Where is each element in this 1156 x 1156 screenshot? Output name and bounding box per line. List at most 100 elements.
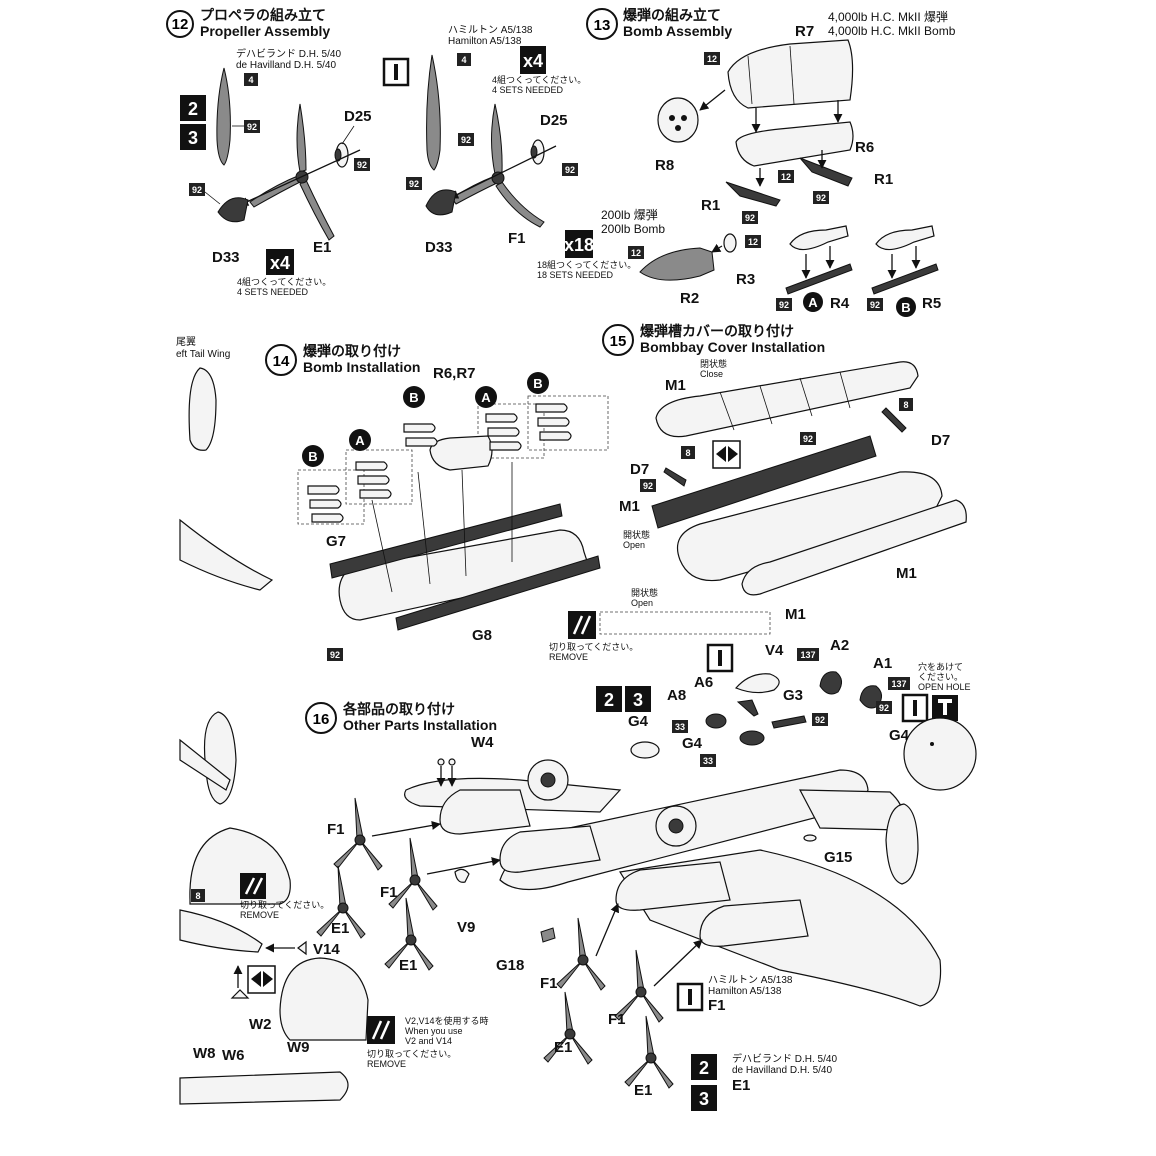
- svg-text:12: 12: [748, 237, 758, 247]
- badge-12-r3: 12: [745, 235, 761, 248]
- dehavilland-note-en: de Havilland D.H. 5/40: [732, 1065, 832, 1076]
- v2-note-jp: V2,V14を使用する時: [405, 1015, 489, 1026]
- label-e1-b: E1: [399, 957, 417, 974]
- propeller-e1-c: [543, 991, 593, 1065]
- part-a8: [705, 713, 727, 729]
- version-mark-1-hole: [901, 693, 929, 723]
- svg-text:2: 2: [604, 690, 614, 710]
- label-v14: W2: [249, 1016, 272, 1033]
- label-r2: R2: [680, 290, 699, 307]
- version-mark-2: 2: [180, 95, 206, 121]
- badge-92-r5: 92: [867, 298, 883, 311]
- version-mark-2-16: 2: [596, 686, 622, 712]
- label-r5: R5: [922, 295, 941, 312]
- label-w8: W6: [222, 1047, 245, 1064]
- label-r4: R4: [830, 295, 850, 312]
- version-mark-2-dehavilland: 2: [691, 1054, 717, 1080]
- svg-text:4: 4: [248, 75, 253, 85]
- step-12-title-en: Propeller Assembly: [200, 23, 330, 39]
- version-mark-3: 3: [180, 124, 206, 150]
- label-e1-a: E1: [331, 920, 349, 937]
- label-g4-hole: G4: [889, 727, 910, 744]
- label-e1-left: E1: [313, 239, 331, 256]
- svg-text:3: 3: [633, 690, 643, 710]
- part-g7-door: [329, 503, 563, 579]
- bomb-4000-label-en: 4,000lb H.C. MkII Bomb: [828, 24, 956, 38]
- label-e1-dehavilland: E1: [732, 1077, 750, 1094]
- marker-a-14-right: A: [475, 386, 497, 408]
- marker-b-14-left: B: [302, 445, 324, 467]
- svg-text:12: 12: [631, 248, 641, 258]
- label-e1-c: E1: [554, 1039, 572, 1056]
- svg-text:x4: x4: [270, 253, 290, 273]
- part-d33-spinner-left: [217, 197, 249, 223]
- badge-33-g4: 33: [700, 754, 716, 767]
- svg-text:12: 12: [172, 16, 189, 33]
- open-label-jp-1: 開状態: [623, 529, 650, 540]
- label-v2: V14: [313, 941, 340, 958]
- sets-needed-en-left: 4 SETS NEEDED: [237, 287, 309, 297]
- step-16-other-parts: 16 各部品の取り付け Other Parts Installation 8 切…: [179, 637, 977, 1111]
- part-a2: [819, 671, 842, 695]
- svg-text:3: 3: [699, 1089, 709, 1109]
- badge-137-a2: 137: [797, 648, 819, 661]
- propeller-blade-left: [249, 174, 305, 208]
- label-m1-bottom: M1: [896, 565, 917, 582]
- sets-needed-jp-left: 4組つくってください。: [237, 276, 331, 287]
- badge-8-16: 8: [191, 889, 205, 902]
- hamilton-blade-down: [495, 181, 545, 228]
- propeller-f1-c: [556, 917, 606, 991]
- small-bombs-right: [403, 403, 572, 451]
- engine-nacelle-3: [615, 861, 731, 911]
- svg-text:92: 92: [357, 160, 367, 170]
- label-g7: G7: [326, 533, 346, 550]
- cut-remove-icon-15: [568, 611, 596, 639]
- sets-needed-en-bomb: 18 SETS NEEDED: [537, 270, 614, 280]
- hole-detail-circle: [903, 717, 977, 791]
- bomb-4000-label-jp: 4,000lb H.C. MkII 爆弾: [828, 10, 948, 24]
- badge-92-a1: 92: [876, 701, 892, 714]
- label-r6-r7: R6,R7: [433, 365, 476, 382]
- label-r1-left: R1: [701, 197, 720, 214]
- hamilton-note-en: Hamilton A5/138: [708, 986, 782, 997]
- part-r1-fin-right: [799, 157, 853, 187]
- small-bombs-left: [307, 461, 392, 523]
- step-16-title-jp: 各部品の取り付け: [342, 701, 455, 717]
- badge-92-fin-right: 92: [813, 191, 829, 204]
- marker-b-14-right: B: [527, 372, 549, 394]
- part-v14: [230, 989, 250, 999]
- part-r6-bomb-lower: [735, 121, 854, 167]
- part-d33-spinner-right: [425, 189, 457, 216]
- badge-92-cover: 92: [800, 432, 816, 445]
- label-f1-hamilton: F1: [708, 997, 726, 1014]
- part-g3: [771, 715, 807, 729]
- version-mark-3-dehavilland: 3: [691, 1085, 717, 1111]
- label-f1-b: F1: [380, 884, 398, 901]
- part-g4-a: [630, 741, 660, 759]
- badge-92-14: 92: [327, 648, 343, 661]
- step-14-title-en: Bomb Installation: [303, 359, 420, 375]
- open-label-jp-2: 開状態: [631, 587, 658, 598]
- svg-text:B: B: [409, 390, 418, 405]
- svg-text:A: A: [481, 390, 491, 405]
- svg-text:92: 92: [879, 703, 889, 713]
- propeller-blade-down: [299, 179, 335, 241]
- sets-needed-en-right: 4 SETS NEEDED: [492, 85, 564, 95]
- badge-92-g3: 92: [812, 713, 828, 726]
- open-hole-jp-2: ください。: [918, 672, 963, 682]
- label-m1-left: M1: [619, 498, 640, 515]
- step-15-number: 15: [602, 324, 634, 356]
- engine-nacelle-4: [699, 899, 809, 947]
- badge-92-spinner: 92: [189, 183, 205, 196]
- version-mark-3-16: 3: [625, 686, 651, 712]
- part-g15: [803, 834, 817, 842]
- label-d33-right: D33: [425, 239, 453, 256]
- svg-text:92: 92: [745, 213, 755, 223]
- svg-text:137: 137: [891, 679, 906, 689]
- svg-text:92: 92: [330, 650, 340, 660]
- lower-wing-detail: [179, 1071, 349, 1105]
- label-g3: G3: [783, 687, 803, 704]
- remove-label-jp-15: 切り取ってください。: [549, 642, 638, 652]
- svg-text:8: 8: [195, 891, 200, 901]
